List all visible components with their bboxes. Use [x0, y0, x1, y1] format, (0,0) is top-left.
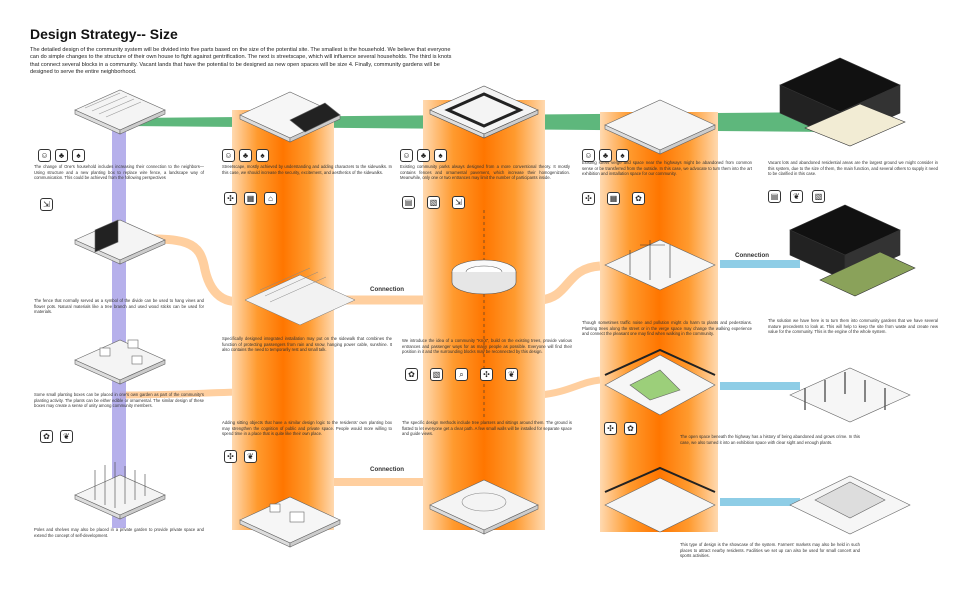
people-icon: ☺ [38, 149, 51, 162]
peach-connector-3 [539, 261, 601, 305]
knot-text-1: Existing community parks always designed… [400, 164, 570, 180]
entrance-icon: ⇲ [40, 198, 53, 211]
verge-block-1 [604, 99, 716, 155]
verge-block-2 [604, 239, 716, 291]
people-icon: ☺ [582, 149, 595, 162]
garden-text-2: The solution we have here is to turn the… [768, 318, 938, 334]
network-icon: ✣ [480, 368, 493, 381]
garden-block-1 [779, 57, 906, 147]
intro-paragraph: The detailed design of the community sys… [30, 47, 452, 76]
group-icon: ♣ [599, 149, 612, 162]
verge-text-4: This type of design is the showcase of t… [680, 542, 860, 558]
leaf-icon: ❦ [60, 430, 73, 443]
building-icon: ▦ [607, 192, 620, 205]
knot-ring [451, 259, 517, 295]
entrance-icon: ⇲ [452, 196, 465, 209]
household-text-1: The change of One's household includes i… [34, 164, 204, 180]
leaf-icon: ❦ [244, 450, 257, 463]
network-icon: ✣ [604, 422, 617, 435]
garden-icon: ♠ [256, 149, 269, 162]
garden-icon: ♠ [434, 149, 447, 162]
streetscape-block-1 [239, 91, 341, 143]
household-block-1 [74, 89, 166, 135]
garden-text-1: Vacant lots and abandoned residential ar… [768, 160, 938, 176]
knot-block-3 [429, 479, 539, 535]
plant-icon: ✿ [405, 368, 418, 381]
page-title: Design Strategy-- Size [30, 26, 178, 42]
fence-icon: ▤ [402, 196, 415, 209]
leaf-icon: ❦ [790, 190, 803, 203]
fence-icon: ▤ [768, 190, 781, 203]
orange-column-street-verge [600, 112, 718, 532]
leaf-icon: ❦ [505, 368, 518, 381]
verge-block-4 [604, 466, 716, 533]
verge-text-3: The open space beneath the highway has a… [680, 434, 860, 445]
plant-icon: ✿ [632, 192, 645, 205]
people-icon: ☺ [400, 149, 413, 162]
streetscape-text-1: Streetscape, mostly achieved by understa… [222, 164, 392, 175]
streetscape-block-3 [239, 496, 341, 548]
search-icon: ⌕ [455, 368, 468, 381]
group-icon: ♣ [417, 149, 430, 162]
streetscape-text-3: Adding sitting objects that have a simil… [222, 420, 392, 436]
household-text-4: Poles and shelves may also be placed in … [34, 527, 204, 538]
garden-block-3 [789, 367, 911, 423]
verge-text-2: Though sometimes traffic noise and pollu… [582, 320, 752, 336]
garden-block-4 [789, 475, 911, 535]
group-icon: ♣ [239, 149, 252, 162]
household-block-2 [74, 219, 166, 265]
knot-text-3: The specific design methods include tree… [402, 420, 572, 436]
streetscape-text-2: Specifically designed integrated install… [222, 336, 392, 352]
map-icon: ▧ [427, 196, 440, 209]
connection-label-2: Connection [370, 466, 405, 473]
verge-text-1: Existing street verge and space near the… [582, 160, 752, 176]
shelter-icon: ⌂ [264, 192, 277, 205]
household-block-3 [74, 339, 166, 385]
people-icon: ☺ [222, 149, 235, 162]
purple-column [112, 128, 126, 528]
plant-icon: ✿ [40, 430, 53, 443]
peach-connector-1 [117, 234, 252, 307]
garden-block-2 [789, 204, 916, 297]
building-icon: ▦ [244, 192, 257, 205]
household-text-2: The fence that normally served as a symb… [34, 298, 204, 314]
map-icon: ▧ [812, 190, 825, 203]
group-icon: ♣ [55, 149, 68, 162]
verge-block-3 [604, 348, 716, 416]
plant-icon: ✿ [624, 422, 637, 435]
connection-label-1: Connection [370, 286, 405, 293]
peach-connector-5 [539, 376, 601, 399]
streetscape-block-2 [244, 267, 356, 326]
garden-icon: ♠ [616, 149, 629, 162]
network-icon: ✣ [224, 450, 237, 463]
household-block-4 [74, 462, 166, 520]
household-text-3: Some small planting boxes can be placed … [34, 392, 204, 408]
connection-label-3: Connection [735, 252, 770, 259]
network-icon: ✣ [582, 192, 595, 205]
garden-icon: ♠ [72, 149, 85, 162]
knot-text-2: We introduce the idea of a community "Kn… [402, 338, 572, 354]
knot-block-1 [429, 85, 539, 139]
network-icon: ✣ [224, 192, 237, 205]
map-icon: ▧ [430, 368, 443, 381]
